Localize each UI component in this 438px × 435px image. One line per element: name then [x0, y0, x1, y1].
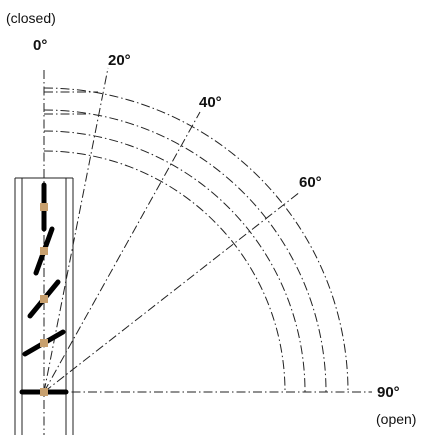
closed-label: (closed): [6, 10, 56, 26]
pivot-40deg: [40, 295, 48, 303]
angle-label-0: 0°: [33, 37, 47, 54]
angle-label-60: 60°: [299, 174, 322, 191]
ray-60deg: [43, 191, 301, 393]
angle-arcs: [43, 87, 349, 393]
pivot-20deg: [40, 247, 48, 255]
pivot-60deg: [40, 339, 48, 347]
pivot-0deg: [40, 203, 48, 211]
arc-3: [43, 130, 306, 393]
angle-label-90: 90°: [377, 384, 400, 401]
arc-4: [43, 150, 286, 393]
arc-1: [43, 87, 349, 393]
arc-2: [43, 109, 327, 393]
blade-pivots: [40, 203, 48, 396]
ray-40deg: [43, 111, 201, 393]
arc-stubs: [44, 91, 98, 115]
angle-label-40: 40°: [199, 94, 222, 111]
pivot-90deg: [40, 388, 48, 396]
angle-label-20: 20°: [108, 52, 131, 69]
angle-rays: [22, 67, 372, 393]
open-label: (open): [376, 411, 416, 427]
